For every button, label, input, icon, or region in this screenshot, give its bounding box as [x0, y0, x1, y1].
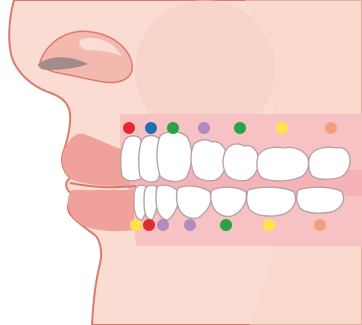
- upper-tooth-6: [257, 147, 309, 181]
- upper-marker-blue: [145, 122, 157, 134]
- lower-marker-purple-2: [184, 219, 196, 231]
- upper-marker-green-2: [234, 122, 246, 134]
- upper-marker-red: [123, 122, 135, 134]
- upper-tooth-3: [157, 132, 192, 182]
- lower-marker-red: [143, 219, 155, 231]
- upper-tooth-5: [223, 144, 259, 181]
- lower-marker-purple: [157, 219, 169, 231]
- lower-marker-yellow: [130, 219, 142, 231]
- upper-tooth-7: [309, 147, 350, 179]
- lower-marker-orange: [314, 219, 326, 231]
- upper-marker-orange: [325, 122, 337, 134]
- lower-tooth-6: [247, 187, 296, 216]
- upper-marker-yellow: [276, 122, 288, 134]
- upper-marker-purple: [198, 122, 210, 134]
- lower-marker-yellow-2: [263, 219, 275, 231]
- lower-lip: [68, 190, 134, 231]
- lower-marker-green: [220, 219, 232, 231]
- lower-tooth-7: [297, 187, 344, 213]
- upper-tooth-4: [191, 140, 227, 181]
- upper-marker-green: [167, 122, 179, 134]
